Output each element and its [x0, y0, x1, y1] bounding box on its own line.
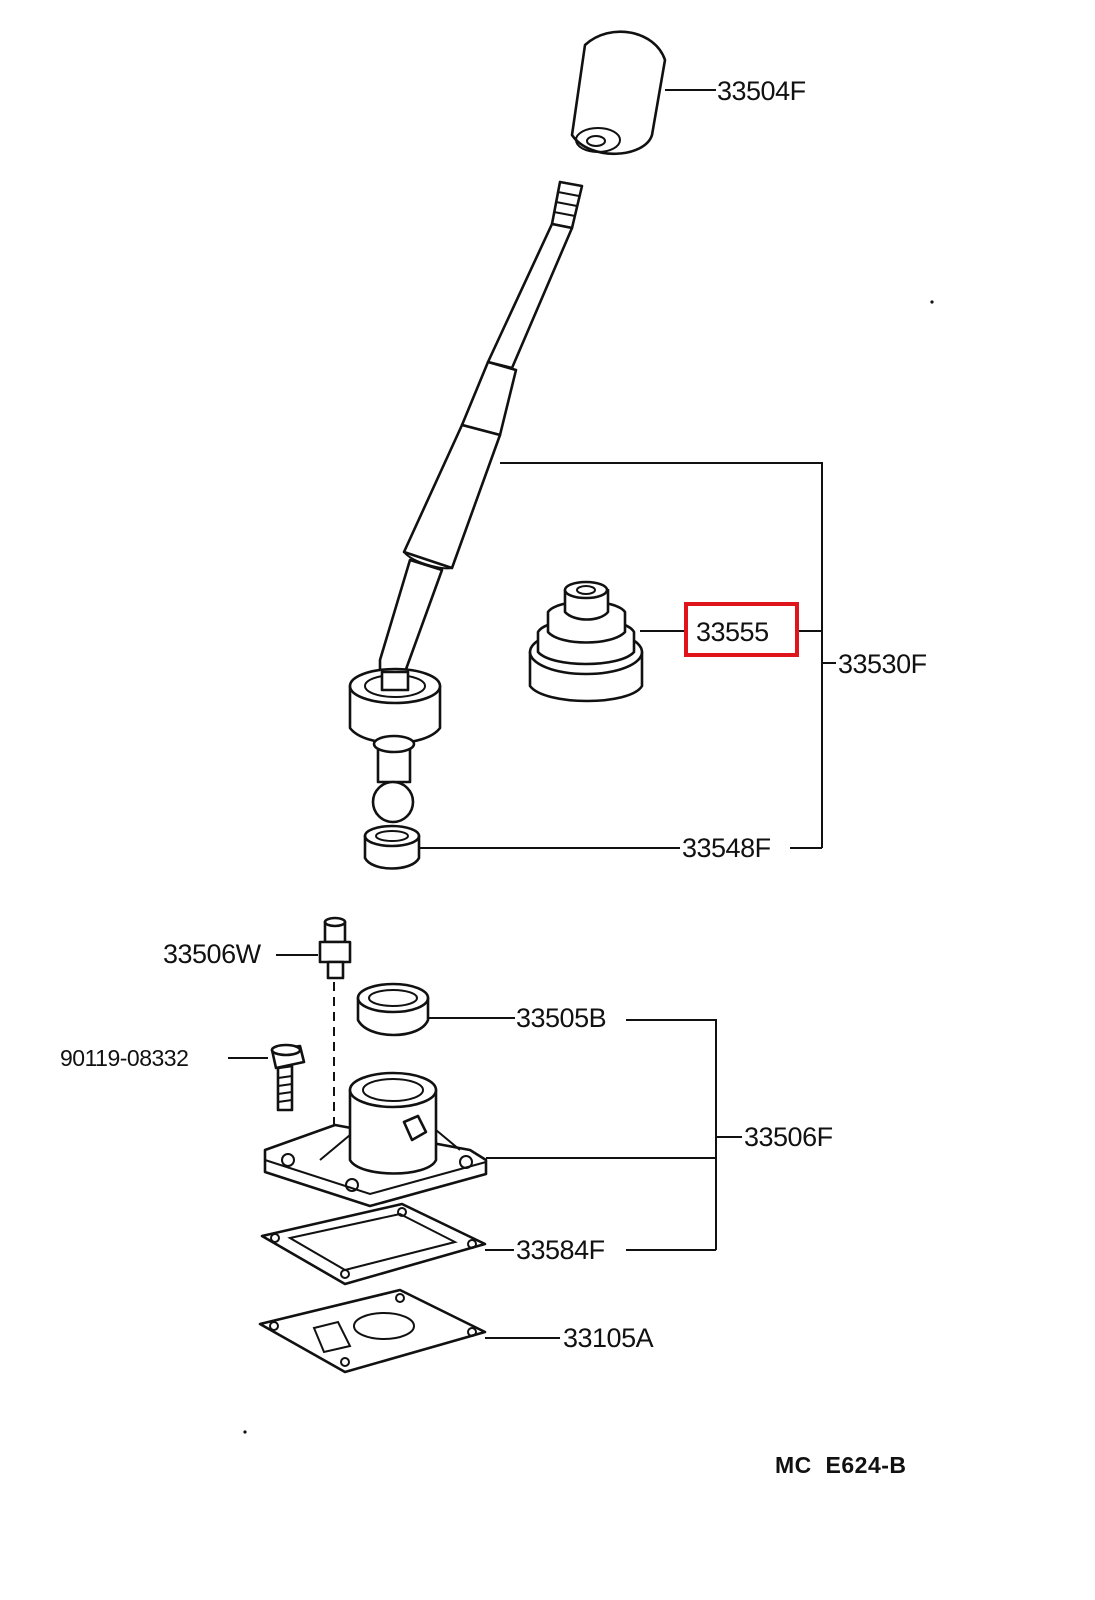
shift-lever	[348, 180, 584, 824]
label-lever-assembly: 33530F	[838, 649, 927, 679]
leader-lines	[228, 89, 836, 1339]
reference-code: MC E624-B	[775, 1452, 907, 1478]
label-gasket: 33584F	[516, 1235, 605, 1265]
label-plate: 33105A	[563, 1323, 654, 1353]
pin	[318, 916, 352, 1150]
gasket	[260, 1202, 487, 1286]
label-knob: 33504F	[717, 76, 806, 106]
label-boot: 33555	[696, 617, 769, 647]
label-retainer-assembly: 33506F	[744, 1122, 833, 1152]
highlight-box	[684, 602, 799, 657]
label-bushing: 33505B	[516, 1003, 606, 1033]
ball-seat	[363, 824, 421, 870]
bolt	[270, 1043, 306, 1112]
label-seat: 33548F	[682, 833, 771, 863]
plate	[258, 1288, 487, 1374]
shift-boot	[528, 580, 644, 703]
label-bolt: 90119-08332	[60, 1045, 188, 1071]
retainer-housing	[263, 1071, 488, 1208]
stray-mark	[930, 300, 934, 304]
bushing	[356, 982, 430, 1037]
label-pin: 33506W	[163, 939, 262, 969]
shift-knob	[570, 30, 667, 156]
stray-mark	[243, 1430, 247, 1434]
